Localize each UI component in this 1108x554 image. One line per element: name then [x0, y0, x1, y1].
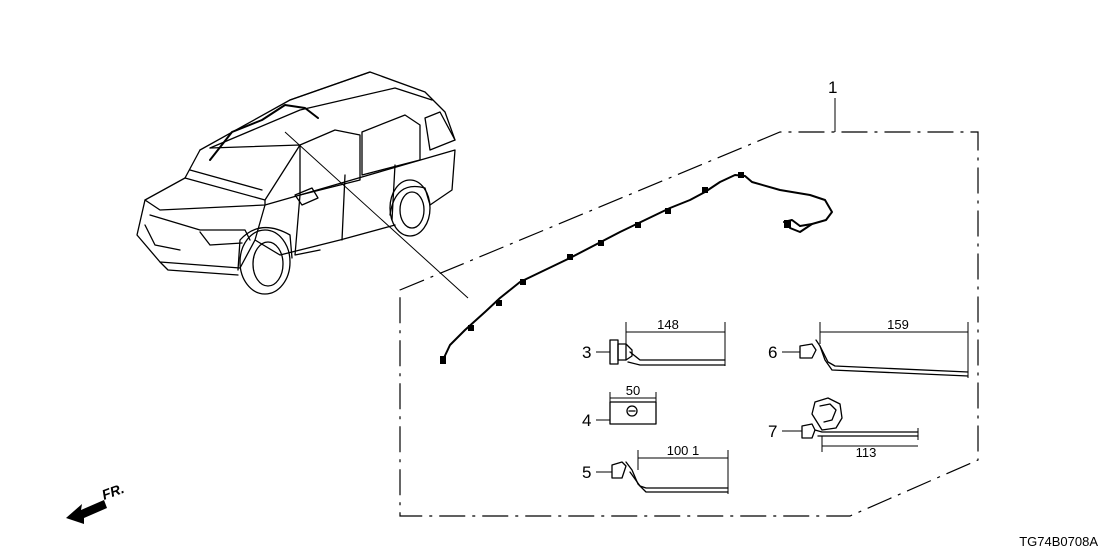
harness-clip [520, 279, 526, 285]
assembly-boundary [399, 131, 979, 517]
harness-clip [567, 254, 573, 260]
dimension-part-4: 50 [626, 383, 640, 398]
dimension-part-3: 148 [657, 317, 679, 332]
harness-clip [738, 172, 744, 178]
roof-wire-harness [440, 172, 833, 364]
vehicle-illustration [136, 71, 469, 299]
part-4-clip: 4 50 [582, 383, 657, 430]
callout-6-label: 6 [768, 343, 777, 362]
harness-clip [702, 187, 708, 193]
dimension-part-6: 159 [887, 317, 909, 332]
callout-7-label: 7 [768, 422, 777, 441]
harness-clip [496, 300, 502, 306]
front-direction-indicator: FR. [66, 480, 126, 524]
part-6-clip: 6 159 [768, 317, 969, 378]
part-5-clip: 5 100 1 [582, 443, 729, 494]
front-direction-label: FR. [100, 480, 127, 503]
callout-1: 1 [828, 78, 837, 132]
callout-1-label: 1 [828, 78, 837, 97]
harness-clip [665, 208, 671, 214]
callout-4-label: 4 [582, 411, 591, 430]
harness-clip [468, 325, 474, 331]
front-arrow-icon [66, 500, 107, 524]
harness-connector [440, 356, 446, 364]
part-3-clip: 3 148 [582, 317, 726, 366]
dimension-part-7: 113 [856, 445, 877, 460]
dimension-part-5: 100 1 [667, 443, 700, 458]
part-7-clip: 7 113 [768, 397, 919, 460]
callout-5-label: 5 [582, 463, 591, 482]
callout-3-label: 3 [582, 343, 591, 362]
harness-clip [635, 222, 641, 228]
harness-clip [598, 240, 604, 246]
diagram-code: TG74B0708A [1019, 534, 1098, 549]
harness-connector [784, 220, 791, 228]
